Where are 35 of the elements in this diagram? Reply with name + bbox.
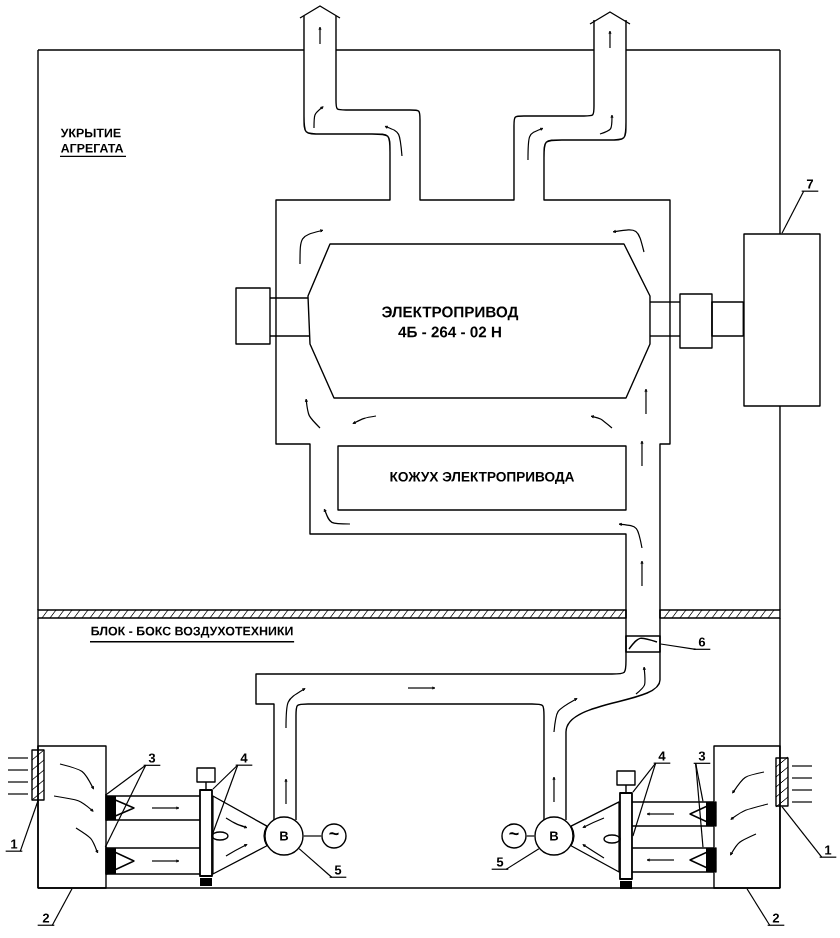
leader-line	[298, 848, 333, 878]
leader-line	[212, 764, 239, 834]
duct-damper	[625, 635, 661, 653]
leader-line	[104, 764, 147, 796]
leader-line	[632, 762, 657, 837]
filter	[105, 847, 135, 875]
leader-line	[660, 643, 697, 650]
drive-shaft	[526, 835, 535, 837]
chamber-box	[713, 745, 781, 889]
duct-transition	[570, 801, 620, 873]
leader-line	[695, 762, 704, 802]
leader-line	[505, 848, 540, 870]
motor: ~	[321, 823, 347, 849]
damper	[196, 767, 229, 886]
filter	[689, 801, 717, 827]
leader-line	[695, 762, 704, 848]
motor: ~	[501, 823, 527, 849]
filter	[105, 795, 135, 821]
louvre-grille	[31, 749, 45, 801]
unit-box	[743, 233, 821, 407]
leader-line	[746, 888, 771, 926]
chamber-box	[37, 745, 107, 889]
duct-transition	[212, 795, 268, 875]
leader-line	[212, 764, 239, 790]
drive-shaft	[711, 301, 744, 337]
drive-shaft	[303, 835, 322, 837]
leader-line	[104, 764, 147, 848]
filter	[689, 847, 717, 873]
leader-line	[781, 806, 823, 858]
leader-line	[19, 800, 39, 852]
leader-line	[51, 888, 73, 926]
damper	[603, 770, 636, 889]
louvre-grille	[775, 756, 789, 808]
leader-line	[781, 190, 805, 234]
leader-line	[632, 762, 657, 793]
